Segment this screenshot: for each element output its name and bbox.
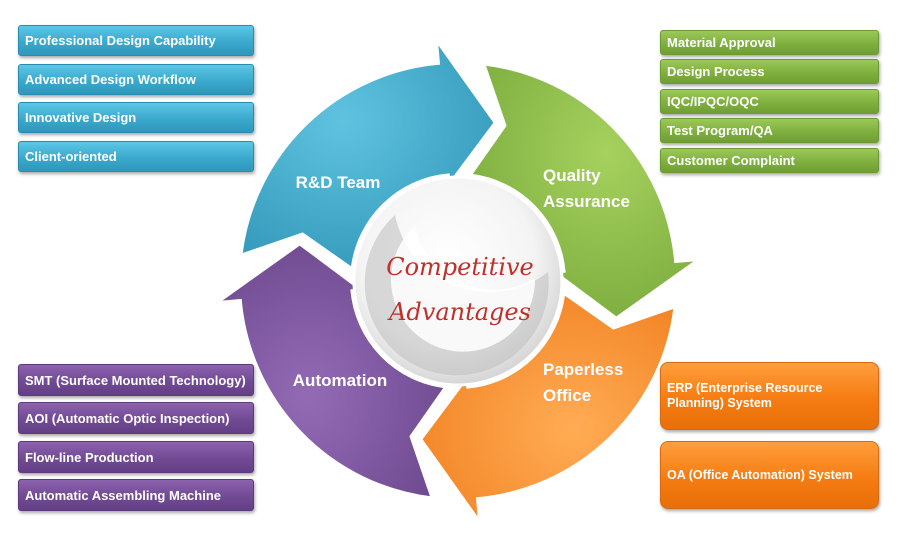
qa-item-3: IQC/IPQC/OQC	[660, 89, 879, 114]
quality-assurance-segment	[469, 63, 701, 319]
rd-item-4: Client-oriented	[18, 141, 254, 172]
automation-item-2: AOI (Automatic Optic Inspection)	[18, 402, 254, 434]
quality-label-line2: Assurance	[543, 192, 630, 211]
qa-item-2: Design Process	[660, 59, 879, 84]
rd-team-segment	[240, 38, 496, 270]
automation-item-1: SMT (Surface Mounted Technology)	[18, 364, 254, 396]
paperless-item-1: ERP (Enterprise Resource Planning) Syste…	[660, 362, 879, 430]
automation-item-3: Flow-line Production	[18, 441, 254, 473]
automation-segment	[215, 243, 447, 499]
paperless-label-line1: Paperless	[543, 360, 623, 379]
rd-team-label: R&D Team	[296, 173, 381, 192]
automation-label: Automation	[293, 371, 387, 390]
rd-item-2: Advanced Design Workflow	[18, 64, 254, 95]
paperless-label-line2: Office	[543, 386, 591, 405]
qa-item-5: Customer Complaint	[660, 148, 879, 173]
quality-label-line1: Quality	[543, 166, 601, 185]
center-title-line1: Competitive	[386, 253, 534, 281]
qa-item-1: Material Approval	[660, 30, 879, 55]
qa-item-4: Test Program/QA	[660, 118, 879, 143]
center-swoosh-highlight	[391, 226, 536, 352]
rd-item-3: Innovative Design	[18, 102, 254, 133]
rd-item-1: Professional Design Capability	[18, 25, 254, 56]
automation-item-4: Automatic Assembling Machine	[18, 479, 254, 511]
paperless-item-2: OA (Office Automation) System	[660, 441, 879, 509]
center-title-line2: Advantages	[387, 298, 531, 326]
paperless-office-segment	[420, 292, 676, 524]
